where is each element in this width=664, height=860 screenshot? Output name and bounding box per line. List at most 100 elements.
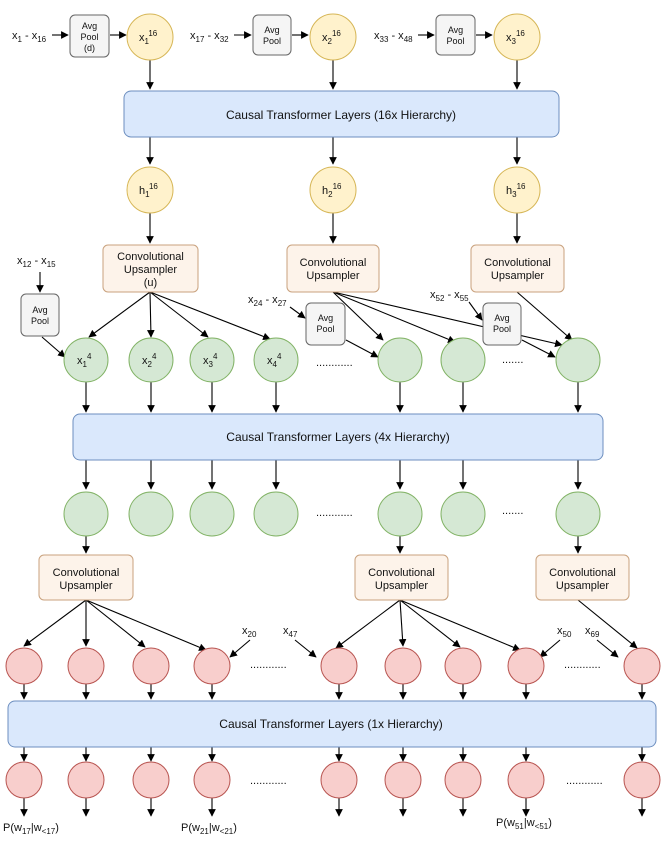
svg-text:x34: x34 — [203, 352, 218, 369]
node-red — [5, 761, 43, 799]
svg-text:Pool: Pool — [446, 36, 464, 46]
node-x1-4: x14 — [63, 337, 109, 383]
avg-pool-box-mid-3: Avg Pool — [482, 302, 522, 346]
output-prob-17: P(w17|w<17) — [3, 822, 59, 836]
conv-upsampler-u: Convolutional Upsampler (u) — [102, 244, 199, 293]
input-x47: x47 — [283, 625, 298, 639]
node-green — [253, 491, 299, 537]
avg-pool-box-mid-1: Avg Pool — [20, 293, 60, 337]
node-green — [555, 491, 601, 537]
transformer-band-16x: Causal Transformer Layers (16x Hierarchy… — [123, 90, 560, 138]
node-red — [507, 761, 545, 799]
node-h1-16: h116 — [126, 166, 174, 214]
ellipsis-green-3: ............ — [316, 507, 353, 519]
input-range-mid-2: x24 - x27 — [248, 294, 287, 308]
svg-text:Convolutional: Convolutional — [549, 567, 616, 579]
conv-upsampler-low-3: Convolutional Upsampler — [535, 554, 630, 601]
svg-text:Convolutional: Convolutional — [300, 257, 367, 269]
svg-text:Upsampler: Upsampler — [124, 264, 178, 276]
svg-text:Convolutional: Convolutional — [368, 567, 435, 579]
svg-text:Upsampler: Upsampler — [491, 270, 545, 282]
svg-text:Avg: Avg — [494, 313, 509, 323]
svg-text:x24: x24 — [142, 352, 157, 369]
svg-text:Upsampler: Upsampler — [59, 580, 113, 592]
node-green — [63, 491, 109, 537]
svg-text:Avg: Avg — [448, 25, 463, 35]
node-h2-16: h216 — [309, 166, 357, 214]
node-red — [193, 761, 231, 799]
svg-text:Causal Transformer Layers (16x: Causal Transformer Layers (16x Hierarchy… — [226, 108, 456, 122]
svg-text:Avg: Avg — [32, 305, 47, 315]
conv-upsampler-low-2: Convolutional Upsampler — [354, 554, 449, 601]
avg-pool-box-3: Avg Pool — [435, 14, 476, 56]
input-range-1: x1 - x16 — [12, 30, 47, 44]
node-red — [67, 761, 105, 799]
node-red — [320, 647, 358, 685]
ellipsis-green-4: ....... — [502, 505, 523, 517]
input-range-mid-3: x52 - x55 — [430, 289, 469, 303]
node-x3-4: x34 — [189, 337, 235, 383]
ellipsis-green-1: ............ — [316, 357, 353, 369]
svg-text:Avg: Avg — [82, 21, 97, 31]
svg-text:Convolutional: Convolutional — [117, 251, 184, 263]
node-green — [377, 491, 423, 537]
svg-text:Upsampler: Upsampler — [306, 270, 360, 282]
svg-text:Causal Transformer Layers (1x: Causal Transformer Layers (1x Hierarchy) — [219, 717, 442, 731]
svg-text:Causal Transformer Layers (4x: Causal Transformer Layers (4x Hierarchy) — [226, 430, 449, 444]
svg-text:x316: x316 — [506, 29, 525, 46]
svg-text:Pool: Pool — [263, 36, 281, 46]
svg-text:x216: x216 — [322, 29, 341, 46]
node-red — [320, 761, 358, 799]
svg-text:Pool: Pool — [31, 316, 49, 326]
conv-upsampler-3: Convolutional Upsampler — [470, 244, 565, 293]
svg-text:Pool: Pool — [80, 32, 98, 42]
svg-text:Avg: Avg — [318, 313, 333, 323]
svg-text:h216: h216 — [322, 182, 342, 199]
svg-text:Pool: Pool — [316, 324, 334, 334]
input-x69: x69 — [585, 625, 600, 639]
node-red — [193, 647, 231, 685]
node-red — [444, 761, 482, 799]
input-range-mid-1: x12 - x15 — [17, 255, 56, 269]
node-x4-4: x44 — [253, 337, 299, 383]
conv-upsampler-low-1: Convolutional Upsampler — [38, 554, 134, 601]
svg-text:Upsampler: Upsampler — [375, 580, 429, 592]
svg-text:h316: h316 — [506, 182, 526, 199]
node-red — [384, 647, 422, 685]
avg-pool-box-2: Avg Pool — [252, 14, 292, 56]
node-green — [440, 337, 486, 383]
svg-text:x14: x14 — [77, 352, 92, 369]
node-x1-16: x116 — [126, 13, 174, 61]
node-green — [440, 491, 486, 537]
output-prob-51: P(w51|w<51) — [496, 817, 552, 831]
node-green — [377, 337, 423, 383]
node-h3-16: h316 — [493, 166, 541, 214]
node-red — [384, 761, 422, 799]
node-red — [132, 761, 170, 799]
ellipsis-red-2: ............ — [564, 659, 601, 671]
svg-text:(u): (u) — [144, 277, 157, 289]
node-x2-4: x24 — [128, 337, 174, 383]
svg-text:h116: h116 — [139, 182, 158, 199]
svg-text:Upsampler: Upsampler — [556, 580, 610, 592]
ellipsis-red-1: ............ — [250, 659, 287, 671]
svg-text:x44: x44 — [267, 352, 282, 369]
svg-text:Convolutional: Convolutional — [53, 567, 120, 579]
transformer-band-4x: Causal Transformer Layers (4x Hierarchy) — [72, 413, 604, 461]
connector-arrows — [20, 31, 646, 817]
input-x50: x50 — [557, 625, 572, 639]
node-x2-16: x216 — [309, 13, 357, 61]
node-red — [67, 647, 105, 685]
input-x20: x20 — [242, 625, 257, 639]
svg-text:(d): (d) — [84, 43, 95, 53]
output-prob-21: P(w21|w<21) — [181, 822, 237, 836]
node-green — [128, 491, 174, 537]
svg-text:Avg: Avg — [264, 25, 279, 35]
node-red — [623, 647, 661, 685]
conv-upsampler-2: Convolutional Upsampler — [286, 244, 380, 293]
node-red — [5, 647, 43, 685]
ellipsis-green-2: ....... — [502, 354, 523, 366]
node-red — [444, 647, 482, 685]
transformer-band-1x: Causal Transformer Layers (1x Hierarchy) — [7, 700, 657, 748]
